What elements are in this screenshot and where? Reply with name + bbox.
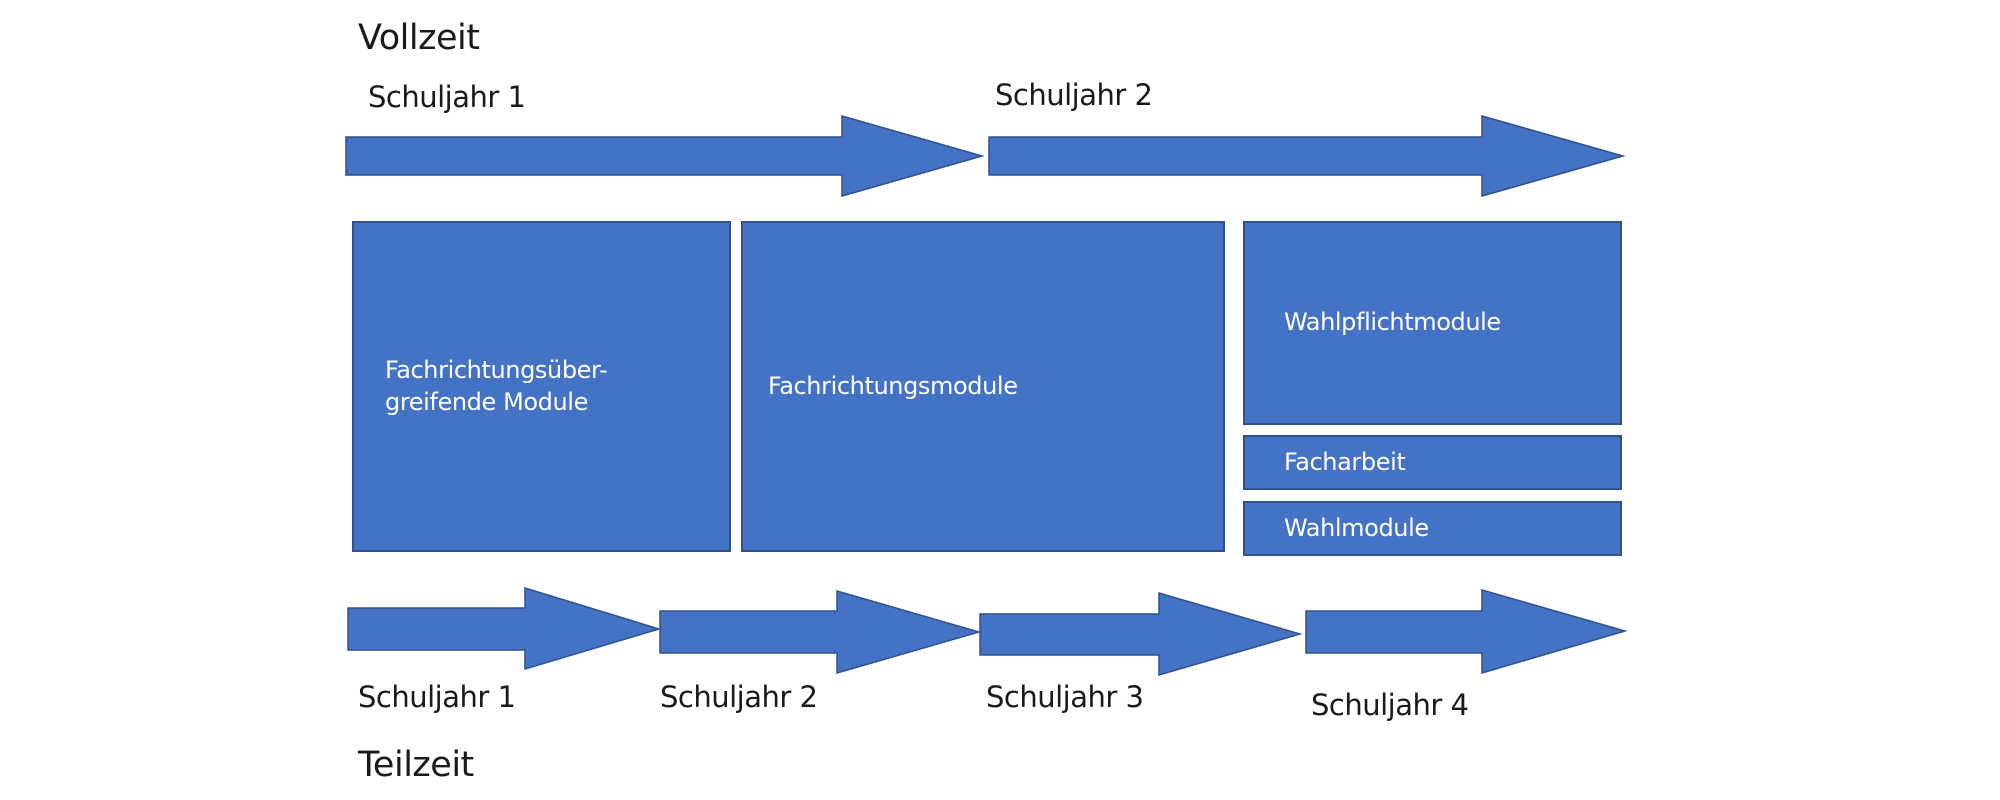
module-box-fachrichtungsmodule: Fachrichtungsmodule — [741, 221, 1225, 552]
module-label: Facharbeit — [1284, 447, 1406, 476]
teilzeit-year-3-label: Schuljahr 3 — [986, 680, 1144, 714]
vollzeit-year-1-label: Schuljahr 1 — [368, 80, 526, 114]
module-label: Wahlpflichtmodule — [1284, 308, 1501, 337]
module-box-facharbeit: Facharbeit — [1243, 435, 1622, 490]
vollzeit-arrow-year-2 — [988, 115, 1626, 197]
vollzeit-title: Vollzeit — [358, 18, 480, 58]
teilzeit-arrow-year-4 — [1305, 589, 1628, 675]
module-label-line-1: Fachrichtungsüber- — [385, 356, 608, 385]
module-box-wahlmodule: Wahlmodule — [1243, 501, 1622, 556]
module-label-line-2: greifende Module — [385, 387, 588, 416]
module-box-wahlpflichtmodule: Wahlpflichtmodule — [1243, 221, 1622, 425]
teilzeit-year-4-label: Schuljahr 4 — [1311, 688, 1469, 722]
module-label: Wahlmodule — [1284, 513, 1429, 542]
teilzeit-arrow-year-1 — [347, 586, 662, 671]
teilzeit-title: Teilzeit — [358, 745, 474, 785]
module-box-fachrichtungsuebergreifend: Fachrichtungsüber- greifende Module — [352, 221, 731, 552]
module-label: Fachrichtungsmodule — [768, 371, 1018, 400]
teilzeit-year-1-label: Schuljahr 1 — [358, 680, 516, 714]
teilzeit-arrow-year-3 — [979, 592, 1303, 676]
vollzeit-year-2-label: Schuljahr 2 — [995, 78, 1153, 112]
teilzeit-arrow-year-2 — [659, 590, 982, 674]
teilzeit-year-2-label: Schuljahr 2 — [660, 680, 818, 714]
vollzeit-arrow-year-1 — [345, 115, 985, 197]
